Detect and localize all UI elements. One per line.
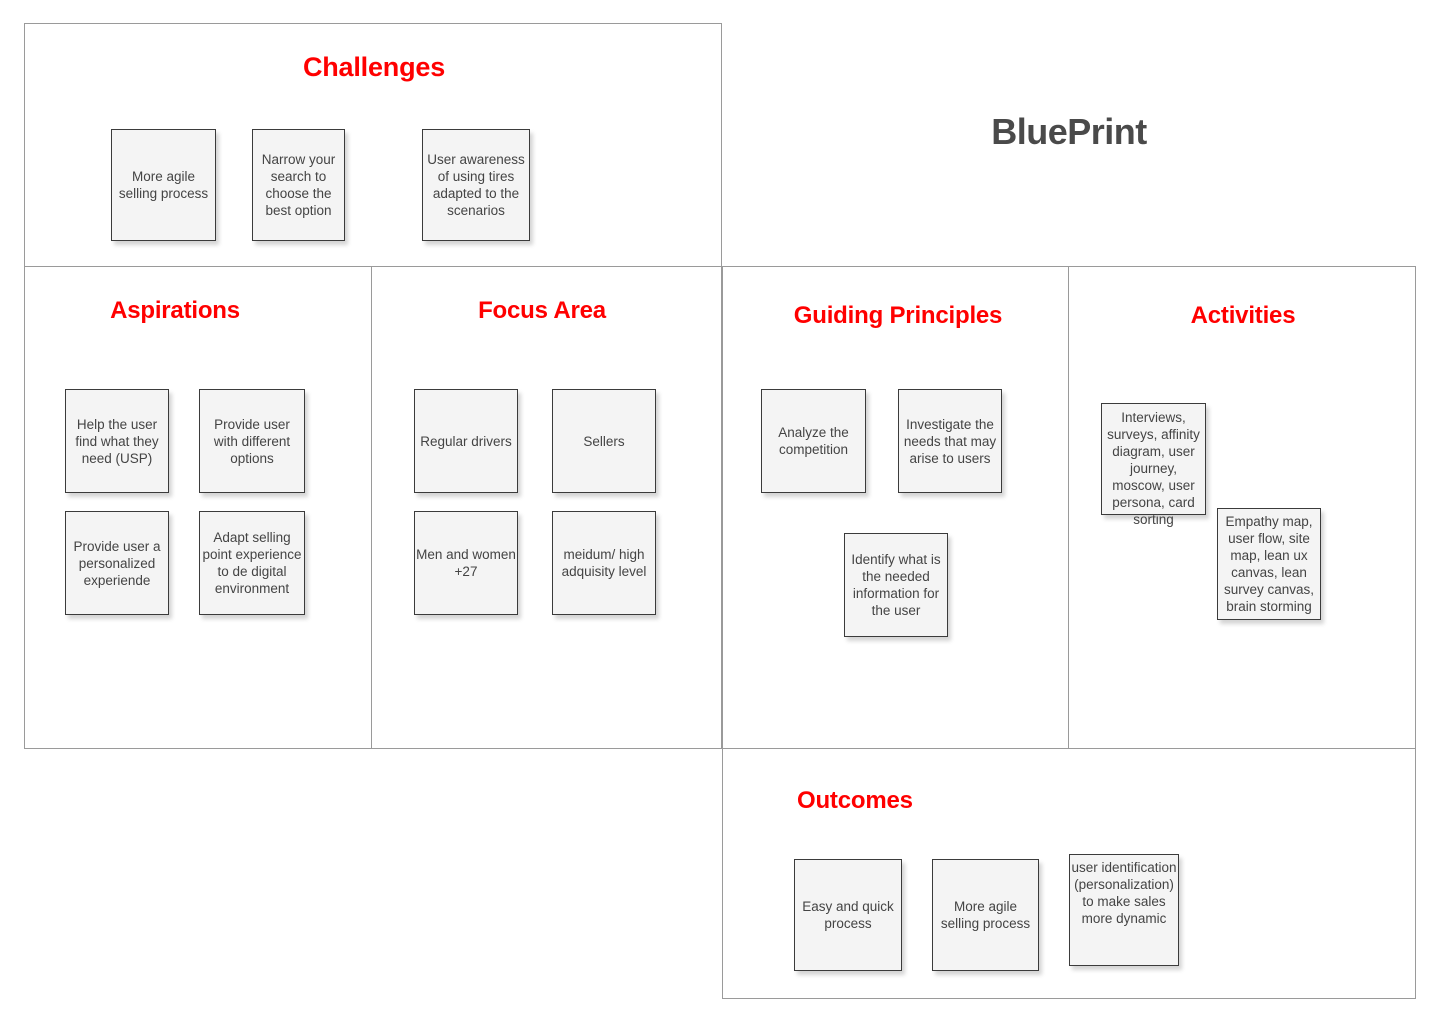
card-text: User awareness of using tires adapted to… — [427, 152, 525, 218]
panel-blueprint-brand: BluePrint — [722, 23, 1416, 267]
card-text: Interviews, surveys, affinity diagram, u… — [1107, 410, 1200, 527]
card-text: More agile selling process — [118, 169, 209, 201]
card-text: meidum/ high adquisity level — [561, 547, 647, 579]
panel-guiding-principles: Guiding Principles Analyze the competiti… — [722, 266, 1069, 749]
card-outcomes-2[interactable]: user identification (personalization) to… — [1069, 854, 1179, 966]
card-aspirations-0[interactable]: Help the user find what they need (USP) — [65, 389, 169, 493]
card-guiding-1[interactable]: Investigate the needs that may arise to … — [898, 389, 1002, 493]
card-text: Regular drivers — [420, 433, 512, 449]
card-aspirations-3[interactable]: Adapt selling point experience to de dig… — [199, 511, 305, 615]
card-aspirations-2[interactable]: Provide user a personalized experiende — [65, 511, 169, 615]
panel-outcomes: Outcomes Easy and quick process More agi… — [722, 748, 1416, 999]
card-focus-1[interactable]: Sellers — [552, 389, 656, 493]
card-text: Easy and quick process — [802, 899, 894, 931]
card-challenges-1[interactable]: Narrow your search to choose the best op… — [252, 129, 345, 241]
card-text: Analyze the competition — [778, 425, 849, 457]
card-text: Provide user a personalized experiende — [73, 538, 161, 588]
card-text: Narrow your search to choose the best op… — [261, 152, 336, 218]
section-title-activities: Activities — [1190, 302, 1296, 329]
card-text: Men and women +27 — [416, 547, 516, 579]
card-text: More agile selling process — [940, 899, 1031, 931]
panel-activities: Activities Interviews, surveys, affinity… — [1068, 266, 1416, 749]
card-activities-0[interactable]: Interviews, surveys, affinity diagram, u… — [1101, 403, 1206, 527]
card-guiding-0[interactable]: Analyze the competition — [761, 389, 866, 493]
card-text: Help the user find what they need (USP) — [75, 416, 159, 466]
card-focus-3[interactable]: meidum/ high adquisity level — [552, 511, 656, 615]
card-text: Empathy map, user flow, site map, lean u… — [1223, 514, 1315, 614]
card-text: user identification (personalization) to… — [1071, 860, 1177, 926]
section-title-aspirations: Aspirations — [110, 297, 240, 324]
card-aspirations-1[interactable]: Provide user with different options — [199, 389, 305, 493]
panel-aspirations: Aspirations Help the user find what they… — [24, 266, 372, 749]
section-title-outcomes: Outcomes — [797, 787, 913, 814]
card-activities-1[interactable]: Empathy map, user flow, site map, lean u… — [1217, 508, 1321, 620]
section-title-challenges: Challenges — [302, 52, 446, 82]
card-text: Identify what is the needed information … — [851, 552, 941, 618]
section-title-guiding-principles: Guiding Principles — [793, 302, 1003, 329]
card-focus-0[interactable]: Regular drivers — [414, 389, 518, 493]
card-outcomes-0[interactable]: Easy and quick process — [794, 859, 902, 971]
card-text: Provide user with different options — [213, 416, 291, 466]
card-guiding-2[interactable]: Identify what is the needed information … — [844, 533, 948, 637]
panel-challenges: Challenges More agile selling process Na… — [24, 23, 722, 267]
blueprint-title: BluePrint — [991, 111, 1147, 152]
section-title-focus-area: Focus Area — [478, 297, 606, 324]
card-text: Investigate the needs that may arise to … — [903, 416, 997, 466]
card-outcomes-1[interactable]: More agile selling process — [932, 859, 1039, 971]
card-challenges-0[interactable]: More agile selling process — [111, 129, 216, 241]
card-focus-2[interactable]: Men and women +27 — [414, 511, 518, 615]
card-text: Sellers — [583, 433, 625, 449]
panel-focus-area: Focus Area Regular drivers Sellers Men a… — [371, 266, 722, 749]
card-challenges-2[interactable]: User awareness of using tires adapted to… — [422, 129, 530, 241]
card-text: Adapt selling point experience to de dig… — [202, 530, 302, 596]
